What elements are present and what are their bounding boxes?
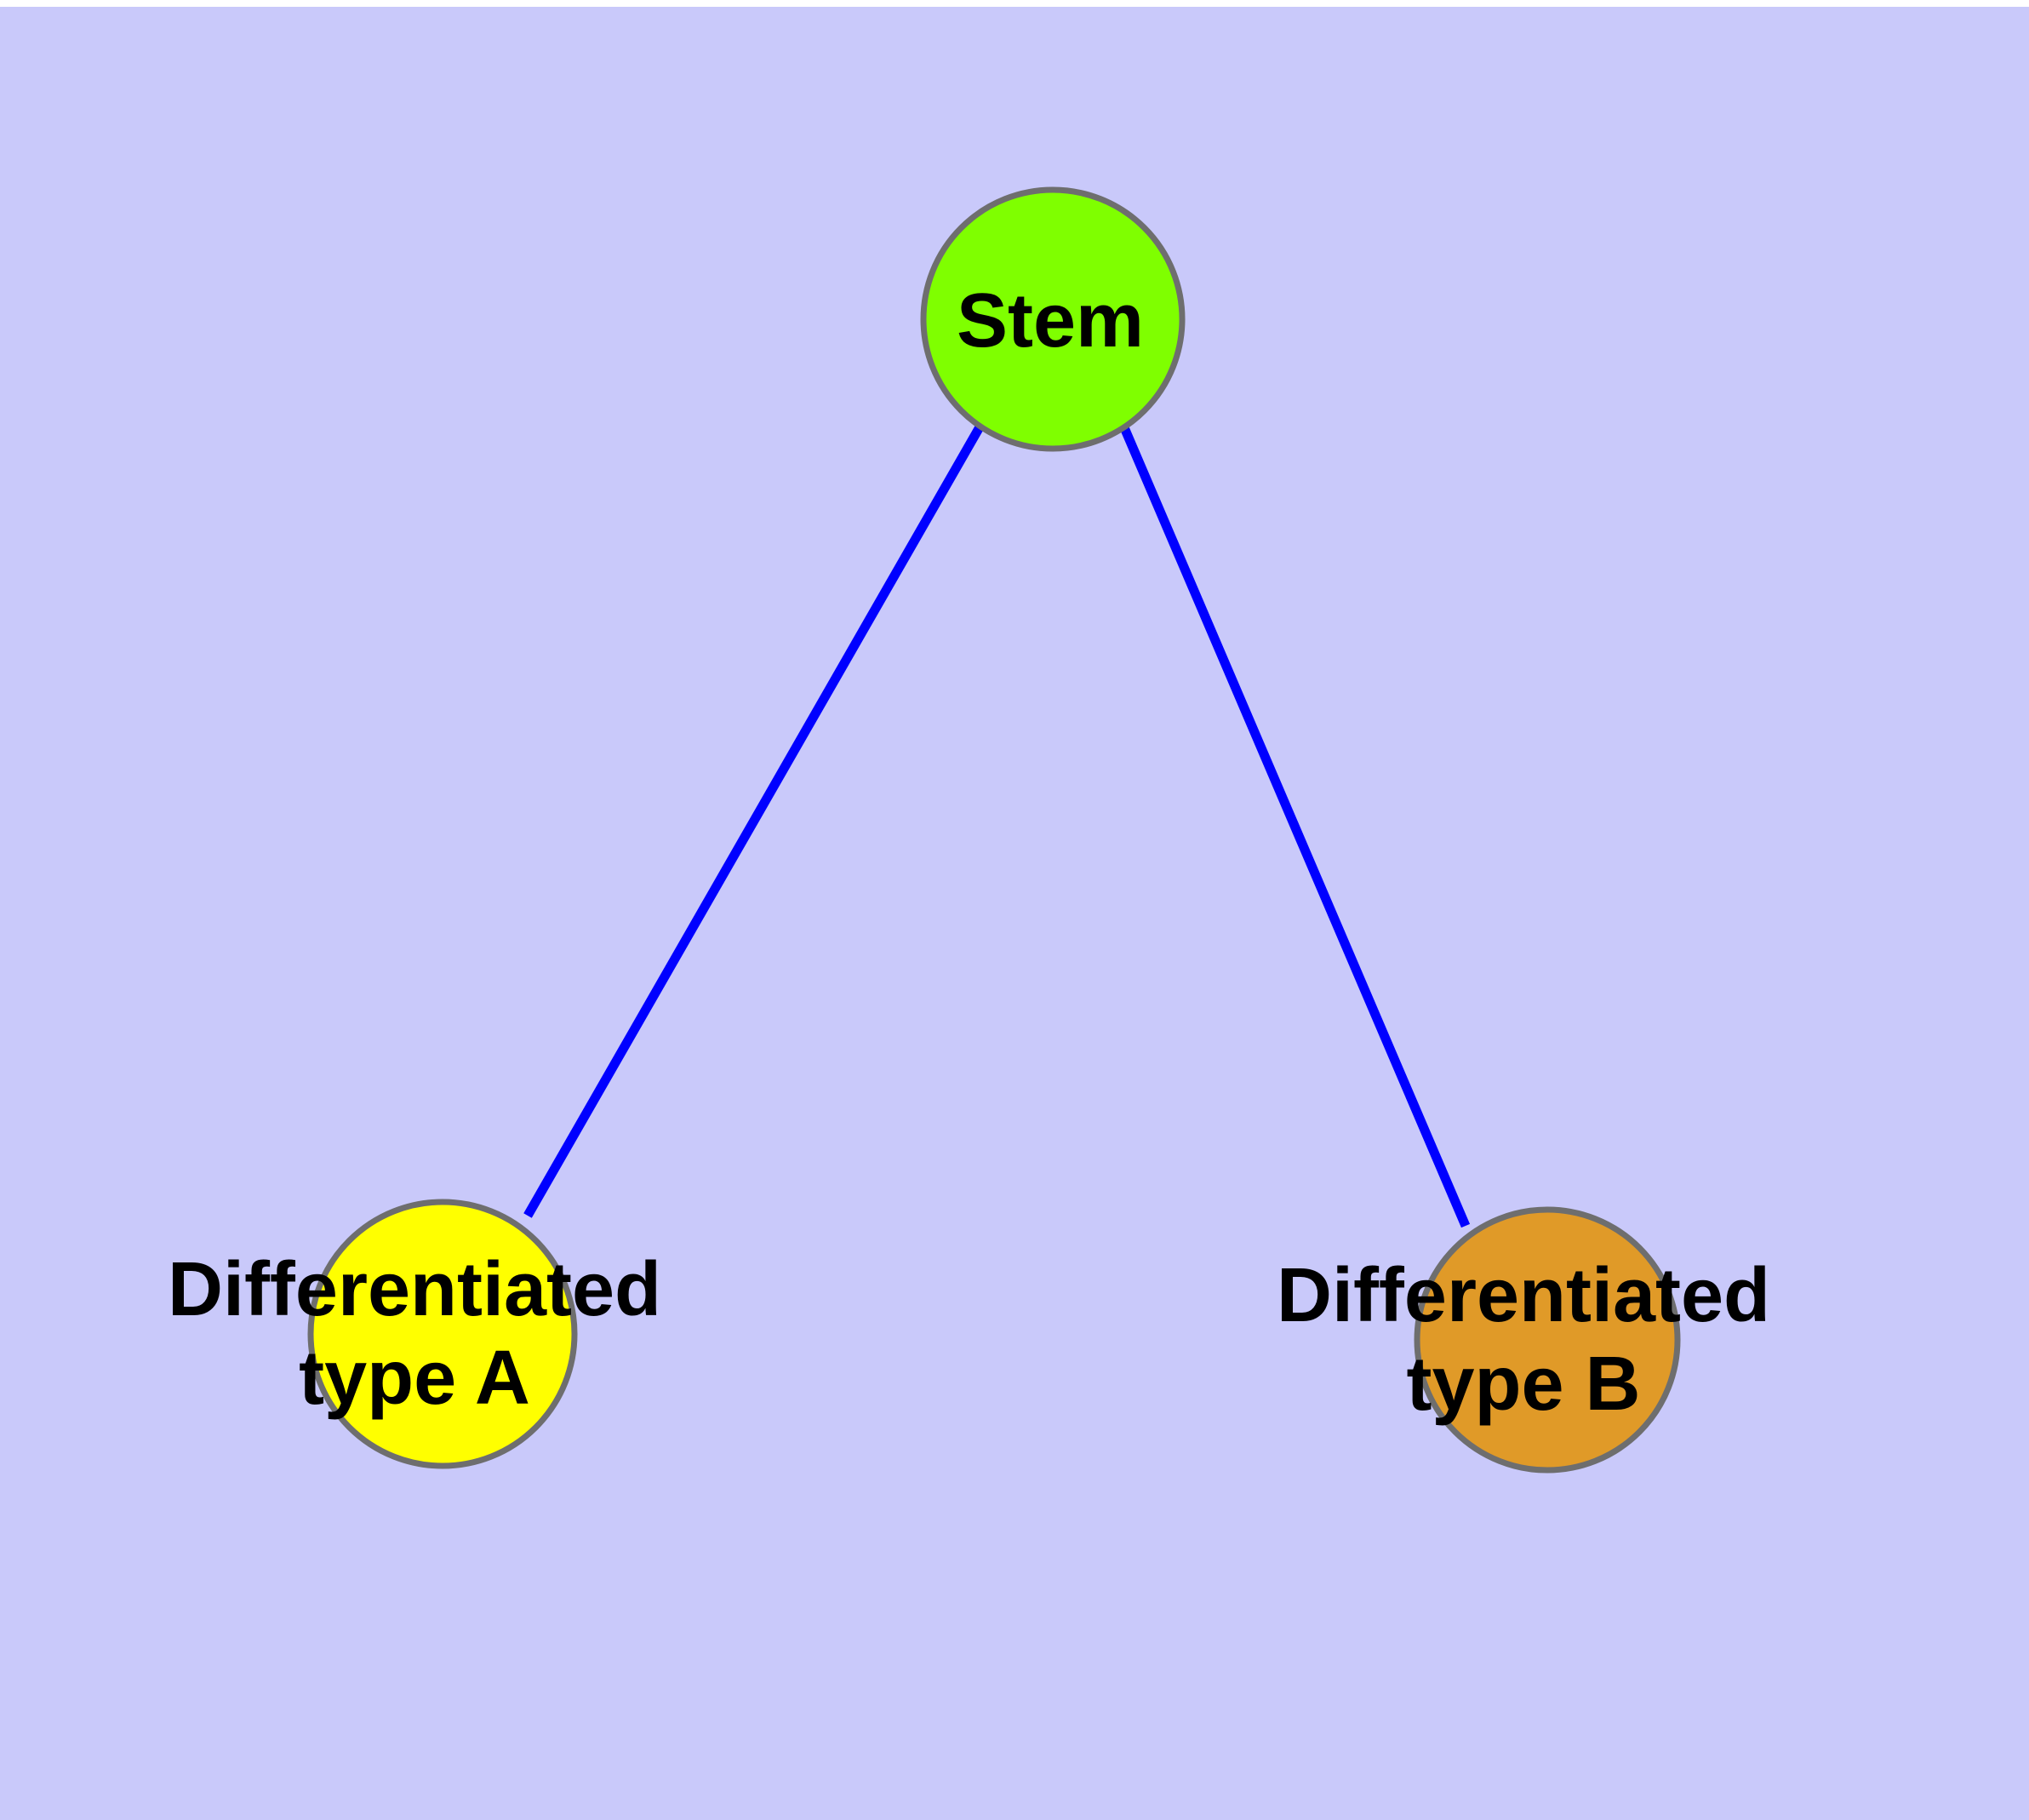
node-stem[interactable]: [920, 186, 1186, 452]
node-label-line: Differentiated: [168, 1247, 661, 1332]
edge-stem-to-a[interactable]: [523, 423, 985, 1218]
node-label-stem: Stem: [957, 278, 1144, 363]
node-diff_b[interactable]: [1414, 1206, 1681, 1474]
edges-group: [523, 423, 1471, 1228]
node-label-line: type A: [299, 1336, 530, 1421]
node-diff_a[interactable]: [307, 1199, 578, 1469]
edge-stem-to-b[interactable]: [1118, 423, 1471, 1228]
node-label-line: type B: [1406, 1342, 1640, 1427]
node-label-line: Differentiated: [1277, 1253, 1770, 1338]
node-label-line: Stem: [957, 278, 1144, 363]
